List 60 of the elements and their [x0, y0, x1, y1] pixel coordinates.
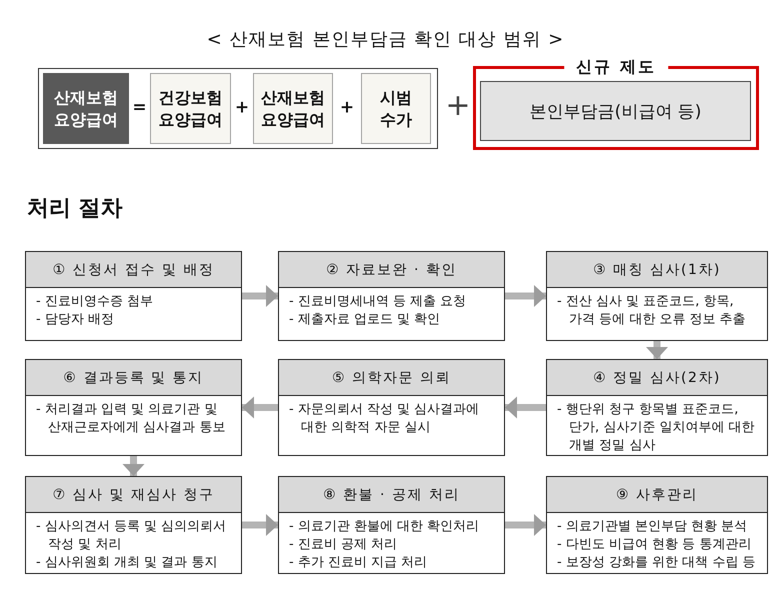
- step-header: ④ 정밀 심사(2차): [547, 360, 767, 396]
- process-step-card: [546, 476, 768, 574]
- term-label: 산재보험 요양급여: [260, 86, 326, 130]
- step-header: ② 자료보완 · 확인: [279, 252, 504, 288]
- step-header: ③ 매칭 심사(1차): [547, 252, 767, 288]
- bullet-item: - 의료기관별 본인부담 현황 분석: [557, 518, 748, 536]
- bullet-item: - 추가 진료비 지급 처리: [289, 554, 428, 572]
- formula-frame: [38, 68, 438, 149]
- step-header: ⑥ 결과등록 및 통지: [26, 360, 241, 396]
- arrow: [242, 396, 278, 418]
- term-label: 시범 수가: [379, 86, 413, 130]
- term-box: [361, 73, 431, 144]
- step-header: ⑦ 심사 및 재심사 청구: [26, 477, 241, 513]
- term-label: 건강보험 요양급여: [158, 86, 224, 130]
- arrow: [646, 341, 668, 359]
- step-header: ⑤ 의학자문 의뢰: [279, 360, 504, 396]
- process-step-card: [546, 251, 768, 341]
- term-box: [150, 73, 231, 144]
- diagram-title: < 산재보험 본인부담금 확인 대상 범위 >: [206, 28, 564, 51]
- bullet-item: - 진료비 공제 처리: [289, 536, 398, 554]
- process-step-card: [278, 476, 505, 574]
- section-heading: 처리 절차: [27, 197, 123, 219]
- bullet-item: - 보장성 강화를 위한 대책 수립 등: [557, 554, 756, 572]
- step-header: ① 신청서 접수 및 배정: [26, 252, 241, 288]
- bullet-item: - 심사의견서 등록 및 심의의뢰서 작성 및 처리: [36, 518, 228, 554]
- bullet-item: - 다빈도 비급여 현황 등 통계관리: [557, 536, 752, 554]
- process-step-card: [278, 359, 505, 456]
- bullet-item: - 자문의뢰서 작성 및 심사결과에 대한 의학적 자문 실시: [289, 401, 480, 437]
- equals-sign: =: [132, 100, 147, 116]
- bullet-item: - 행단위 청구 항목별 표준코드, 단가, 심사기준 일치여부에 대한 개별 정밀 심사: [557, 401, 756, 455]
- process-step-card: [25, 359, 242, 456]
- arrow: [122, 456, 144, 476]
- process-step-card: [278, 251, 505, 341]
- bullet-item: - 의료기관 환불에 대한 확인처리: [289, 518, 480, 536]
- process-step-card: [25, 251, 242, 341]
- bullet-item: - 전산 심사 및 표준코드, 항목, 가격 등에 대한 오류 정보 추출: [557, 293, 747, 329]
- plus-sign: +: [340, 100, 354, 116]
- plus-sign: +: [445, 91, 471, 121]
- step-header: ⑨ 사후관리: [547, 477, 767, 513]
- copay-box: [480, 81, 751, 141]
- arrow: [242, 514, 278, 536]
- result-term-box: [43, 73, 129, 144]
- bullet-item: - 진료비영수증 첨부: [36, 293, 154, 311]
- arrow: [505, 396, 546, 418]
- copay-label: 본인부담금(비급여 등): [530, 100, 702, 122]
- frame-heading: 신규 제도: [564, 57, 668, 77]
- arrow: [505, 514, 546, 536]
- term-label: 산재보험 요양급여: [53, 86, 119, 130]
- arrow: [505, 285, 546, 307]
- bullet-item: - 심사위원회 개최 및 결과 통지: [36, 554, 218, 572]
- plus-sign: +: [234, 100, 250, 116]
- bullet-item: - 처리결과 입력 및 의료기관 및 산재근로자에게 심사결과 통보: [36, 401, 226, 437]
- step-header: ⑧ 환불 · 공제 처리: [279, 477, 504, 513]
- bullet-item: - 담당자 배정: [36, 311, 115, 329]
- bullet-item: - 제출자료 업로드 및 확인: [289, 311, 442, 329]
- bullet-item: - 진료비명세내역 등 제출 요청: [289, 293, 468, 311]
- arrow: [242, 285, 278, 307]
- term-box: [253, 73, 333, 144]
- process-step-card: [25, 476, 242, 574]
- process-step-card: [546, 359, 768, 456]
